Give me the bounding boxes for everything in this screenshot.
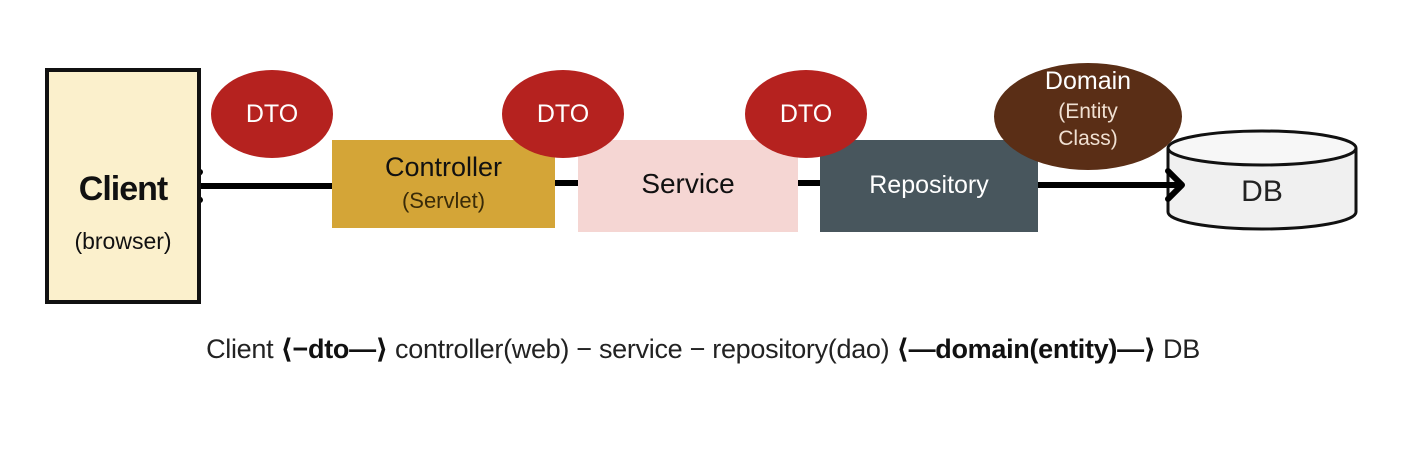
controller-label: Controller xyxy=(384,152,503,182)
domain-sub-line-2: Class) xyxy=(1058,127,1118,150)
client-label: Client xyxy=(78,170,168,208)
client-node: Client (browser) xyxy=(45,68,201,304)
domain-label: Domain xyxy=(1044,67,1132,95)
db-cylinder xyxy=(1166,129,1358,231)
controller-sub-label: (Servlet) xyxy=(401,188,486,213)
caption-part-db: DB xyxy=(1155,334,1200,364)
flow-caption: Client ⟨−dto—⟩ controller(web) − service… xyxy=(0,334,1406,365)
dto-badge-service-repository: DTO xyxy=(745,70,867,158)
dto-badge-client-controller: DTO xyxy=(211,70,333,158)
service-node: Service xyxy=(578,140,798,232)
client-sub-label: (browser) xyxy=(74,228,172,254)
domain-sub-line-1: (Entity xyxy=(1058,100,1118,123)
service-label: Service xyxy=(641,168,735,199)
db-label: DB xyxy=(1241,175,1283,208)
caption-part-dto: ⟨−dto—⟩ xyxy=(280,334,389,364)
controller-node: Controller (Servlet) xyxy=(332,140,555,228)
caption-part-client: Client xyxy=(206,334,281,364)
repository-node: Repository xyxy=(820,140,1038,232)
dto-badge-controller-service: DTO xyxy=(502,70,624,158)
repository-label: Repository xyxy=(869,171,989,199)
domain-badge: Domain (Entity Class) xyxy=(994,63,1182,170)
caption-part-layers: controller(web) − service − repository(d… xyxy=(387,334,897,364)
caption-part-domain: ⟨—domain(entity)—⟩ xyxy=(896,334,1157,364)
